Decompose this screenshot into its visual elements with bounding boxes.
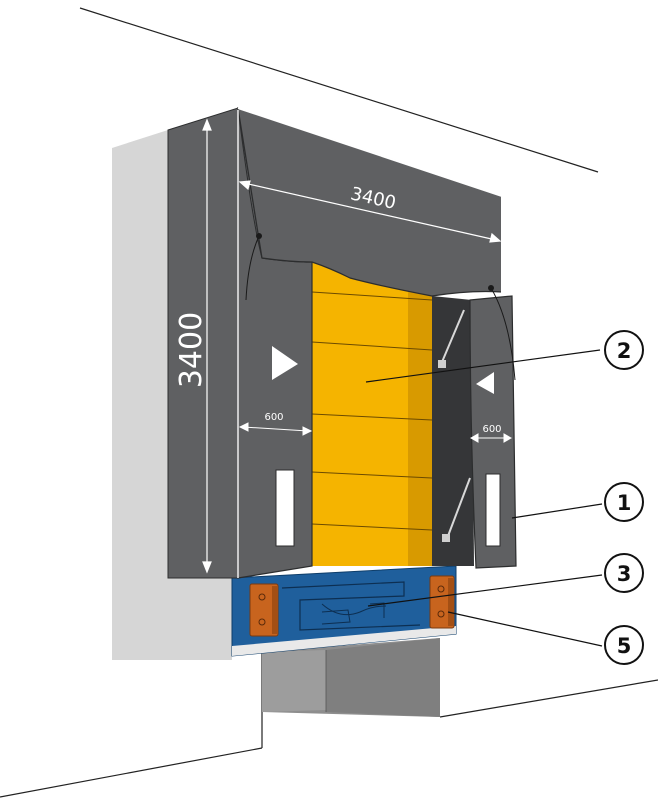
arrow-left-marker-icon [476,372,494,394]
building-outline [0,7,658,798]
width-dimension [238,180,502,243]
bumper-left [249,583,279,637]
frame-edge [237,107,503,296]
wall-shadow [112,130,232,660]
callout-1-label: 1 [617,491,632,515]
dock-pit [262,638,440,717]
left-seal-dimension [238,422,313,436]
dock-leveler [231,565,457,657]
callout-5-label: 5 [617,634,632,658]
sectional-door [311,262,433,566]
side-seal-right [469,295,517,569]
strap-bracket-top [438,360,446,368]
reflector-right [485,473,501,547]
callout-3-label: 3 [617,562,632,586]
callout-1: 1 [604,482,644,522]
height-dimension-label: 3400 [174,312,209,388]
reflector-left [275,469,295,547]
callout-leaders [365,349,603,647]
ground-line-right [439,679,658,718]
top-curtain [237,107,516,381]
left-seal-dimension-label: 600 [264,412,283,423]
arrow-right-marker-icon [272,346,298,380]
right-seal-dimension [469,433,513,443]
tension-straps [441,309,471,537]
strap-bracket-bottom [442,534,450,542]
callout-5: 5 [604,625,644,665]
right-seal-dimension-label: 600 [482,424,501,435]
ground-line-left [0,747,263,798]
leader-2 [365,349,601,383]
callout-2: 2 [604,330,644,370]
callout-2-label: 2 [617,339,632,363]
callout-3: 3 [604,553,644,593]
bumper-right [429,575,455,629]
leader-1 [511,503,603,519]
height-dimension [202,118,212,574]
roof-line [79,7,599,173]
leader-3 [367,574,603,607]
leader-5 [447,611,603,647]
